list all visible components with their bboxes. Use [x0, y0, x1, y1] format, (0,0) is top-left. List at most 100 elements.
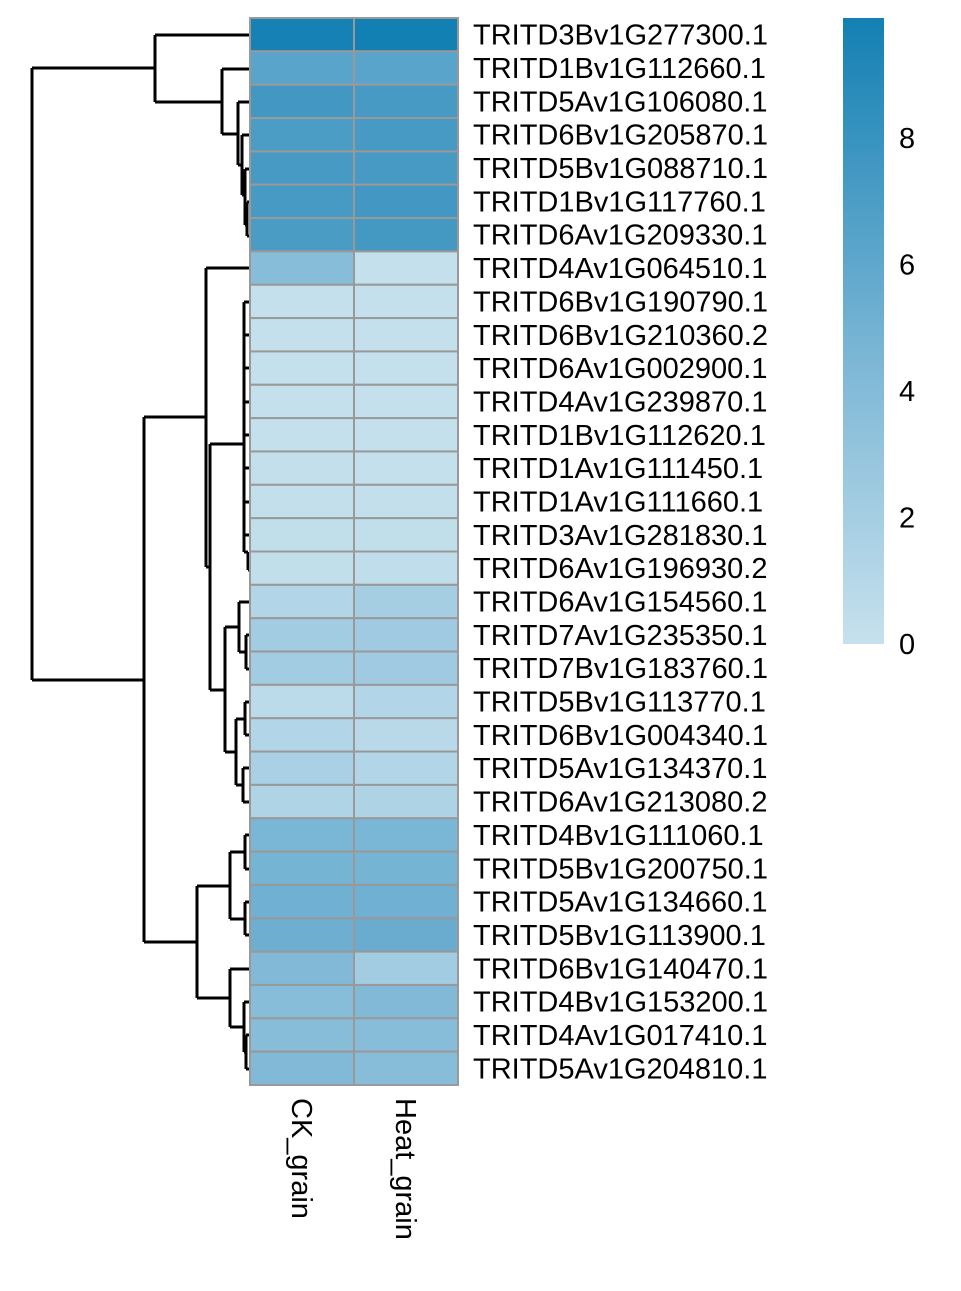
heatmap-cell: [353, 783, 459, 820]
heatmap-cell: [353, 683, 459, 720]
heatmap-cell: [249, 417, 355, 453]
row-label: TRITD4Bv1G111060.1: [473, 820, 764, 852]
heatmap-cell: [249, 650, 355, 686]
heatmap-cell: [353, 83, 459, 120]
heatmap-cell: [249, 17, 355, 53]
heatmap-cell: [249, 550, 355, 586]
row-label: TRITD5Bv1G088710.1: [473, 153, 768, 185]
heatmap-cell: [249, 83, 355, 120]
row-label: TRITD4Av1G239870.1: [473, 386, 767, 418]
heatmap-cell: [353, 750, 459, 786]
row-label: TRITD4Av1G064510.1: [473, 253, 767, 285]
row-label: TRITD5Bv1G113770.1: [473, 687, 766, 719]
heatmap-cell: [353, 717, 459, 753]
row-label: TRITD4Av1G017410.1: [473, 1020, 767, 1052]
row-label: TRITD6Av1G196930.2: [473, 553, 767, 585]
row-labels: TRITD3Bv1G277300.1TRITD1Bv1G112660.1TRIT…: [473, 20, 768, 1086]
heatmap-cell: [353, 150, 459, 186]
heatmap-cell: [353, 483, 459, 520]
heatmap-cell: [353, 217, 459, 253]
heatmap-cell: [353, 350, 459, 386]
heatmap-cell: [353, 883, 459, 920]
heatmap-cell: [353, 950, 459, 986]
heatmap-cell: [249, 1050, 355, 1086]
heatmap-cell: [249, 817, 355, 853]
heatmap-cell: [249, 517, 355, 553]
row-label: TRITD6Av1G209330.1: [473, 220, 767, 252]
heatmap-cell: [249, 317, 355, 353]
row-label: TRITD6Av1G154560.1: [473, 587, 767, 619]
column-label: Heat_grain: [389, 1098, 421, 1240]
heatmap-cell: [353, 517, 459, 553]
heatmap-cell: [249, 983, 355, 1020]
color-legend: 0 2 4 6 8: [843, 18, 915, 661]
heatmap-cell: [249, 50, 355, 86]
row-label: TRITD1Av1G111660.1: [473, 486, 763, 518]
row-label: TRITD3Bv1G277300.1: [473, 20, 768, 52]
row-label: TRITD6Av1G213080.2: [473, 787, 767, 819]
row-label: TRITD5Av1G106080.1: [473, 86, 767, 118]
heatmap-cell: [353, 583, 459, 620]
heatmap-cell: [353, 317, 459, 353]
row-dendrogram: [30, 33, 250, 1071]
heatmap-cell: [353, 1050, 459, 1086]
heatmap-cell: [353, 383, 459, 420]
row-label: TRITD5Bv1G113900.1: [473, 920, 766, 952]
row-label: TRITD7Av1G235350.1: [473, 620, 767, 652]
heatmap-cell: [249, 450, 355, 486]
row-label: TRITD1Bv1G112660.1: [473, 53, 766, 85]
row-label: TRITD5Av1G134660.1: [473, 887, 767, 919]
row-label: TRITD6Bv1G210360.2: [473, 320, 768, 352]
legend-tick-label: 6: [899, 250, 915, 282]
heatmap-cell: [353, 17, 459, 53]
row-label: TRITD6Bv1G004340.1: [473, 720, 768, 752]
heatmap-cell: [249, 1017, 355, 1053]
row-label: TRITD4Bv1G153200.1: [473, 987, 768, 1019]
row-label: TRITD6Bv1G205870.1: [473, 120, 768, 152]
row-label: TRITD7Bv1G183760.1: [473, 653, 768, 685]
heatmap-cell: [249, 283, 355, 320]
heatmap-cells: [249, 17, 459, 1086]
heatmap-cell: [249, 783, 355, 820]
heatmap-cell: [249, 950, 355, 986]
legend-tick-label: 2: [899, 503, 915, 535]
legend-tick-label: 0: [899, 629, 915, 661]
heatmap-cell: [249, 183, 355, 220]
heatmap-cell: [249, 583, 355, 620]
heatmap-cell: [249, 883, 355, 920]
row-label: TRITD1Bv1G112620.1: [473, 420, 766, 452]
row-label: TRITD6Bv1G140470.1: [473, 953, 768, 985]
legend-gradient-bar: [843, 18, 884, 644]
heatmap-cell: [249, 717, 355, 753]
heatmap-cell: [353, 983, 459, 1020]
legend-tick-label: 4: [899, 376, 915, 408]
heatmap-cell: [353, 850, 459, 886]
heatmap-cell: [353, 817, 459, 853]
legend-tick-label: 8: [899, 123, 915, 155]
heatmap-cell: [353, 617, 459, 653]
heatmap-cell: [249, 383, 355, 420]
heatmap-cell: [249, 217, 355, 253]
heatmap-cell: [249, 750, 355, 786]
heatmap-cell: [353, 917, 459, 953]
row-label: TRITD1Bv1G117760.1: [473, 186, 766, 218]
heatmap-cell: [353, 550, 459, 586]
heatmap-cell: [249, 850, 355, 886]
row-label: TRITD3Av1G281830.1: [473, 520, 767, 552]
heatmap-cell: [353, 650, 459, 686]
heatmap-cell: [249, 250, 355, 286]
heatmap-cell: [249, 617, 355, 653]
row-label: TRITD5Av1G204810.1: [473, 1053, 767, 1085]
heatmap-cell: [353, 450, 459, 486]
row-label: TRITD5Bv1G200750.1: [473, 853, 768, 885]
heatmap-cell: [249, 350, 355, 386]
row-label: TRITD6Bv1G190790.1: [473, 286, 768, 318]
row-label: TRITD5Av1G134370.1: [473, 753, 767, 785]
heatmap-cell: [249, 150, 355, 186]
heatmap-cell: [353, 1017, 459, 1053]
heatmap-cell: [249, 683, 355, 720]
row-label: TRITD6Av1G002900.1: [473, 353, 767, 385]
heatmap-cell: [353, 50, 459, 86]
